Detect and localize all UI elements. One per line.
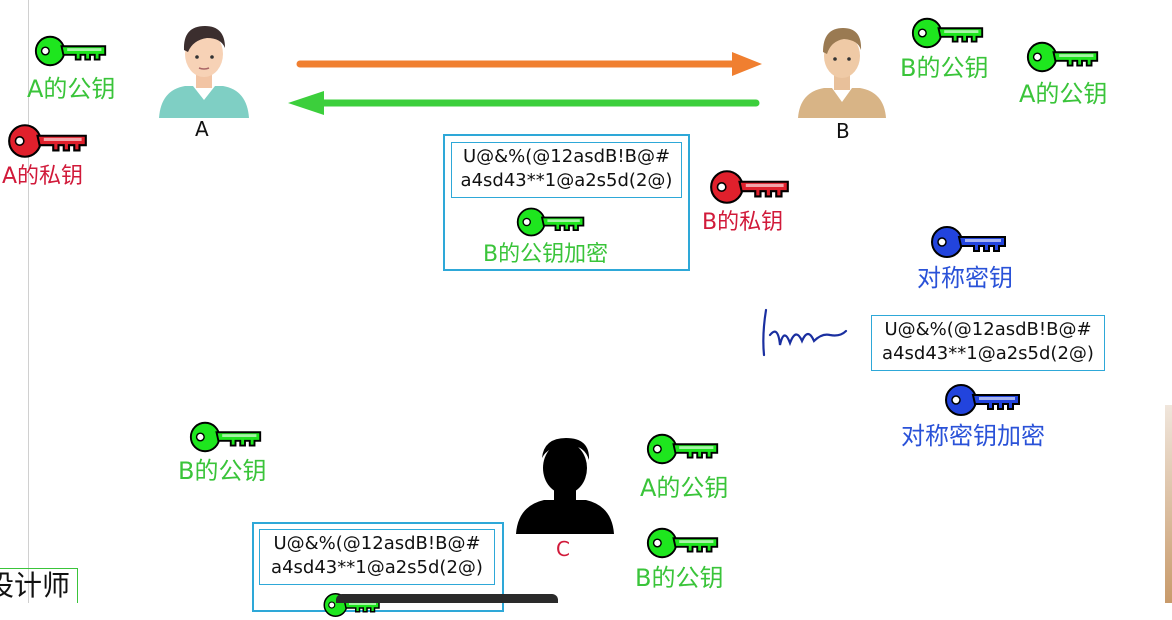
ciphertext-line-2: a4sd43**1@a2s5d(2@): [882, 343, 1094, 364]
symmetric-encrypt-label: 对称密钥加密: [901, 422, 1045, 450]
b-public-key-label-left: B的公钥: [178, 457, 267, 485]
person-b-avatar: [798, 28, 886, 118]
symmetric-key-label: 对称密钥: [917, 264, 1013, 292]
person-a-avatar: [159, 26, 249, 118]
ciphertext-box-intercepted: U@&%(@12asdB!B@# a4sd43**1@a2s5d(2@): [259, 529, 495, 585]
partial-caption-text: 设计师: [0, 569, 71, 602]
right-edge-photo: [1165, 405, 1172, 603]
ciphertext-box-symmetric: U@&%(@12asdB!B@# a4sd43**1@a2s5d(2@): [871, 315, 1105, 371]
intercepted-cipher-box: U@&%(@12asdB!B@# a4sd43**1@a2s5d(2@): [252, 522, 504, 612]
ciphertext-box-public: U@&%(@12asdB!B@# a4sd43**1@a2s5d(2@): [451, 142, 682, 198]
person-c-label: C: [556, 537, 570, 561]
a-public-key-icon: [33, 32, 109, 70]
video-control-bar: [336, 594, 558, 603]
a-public-key-label-c: A的公钥: [640, 474, 729, 502]
ciphertext-line-2: a4sd43**1@a2s5d(2@): [460, 170, 673, 191]
b-public-encrypt-label: B的公钥加密: [483, 242, 609, 267]
b-public-key-icon-b: [910, 14, 986, 52]
person-a-label: A: [195, 117, 209, 141]
b-private-key-label: B的私钥: [702, 210, 784, 235]
handwritten-scribble: [762, 308, 848, 357]
symmetric-key-icon: [928, 222, 1010, 262]
a-public-key-icon-c: [645, 430, 721, 468]
ciphertext-line-2: a4sd43**1@a2s5d(2@): [271, 557, 483, 578]
b-public-key-label-c: B的公钥: [635, 564, 724, 592]
b-private-key-icon: [707, 166, 793, 208]
b-public-encrypt-box: U@&%(@12asdB!B@# a4sd43**1@a2s5d(2@) B的公…: [443, 134, 690, 271]
a-public-key-label-left: A的公钥: [27, 75, 116, 103]
person-c-avatar: [516, 438, 614, 534]
b-public-key-label-b: B的公钥: [900, 54, 989, 82]
a-private-key-label: A的私钥: [2, 164, 84, 189]
arrow-a-to-b: [296, 52, 762, 76]
person-b-label: B: [836, 119, 850, 143]
b-public-key-icon-c: [645, 524, 721, 562]
arrow-b-to-a: [288, 91, 760, 115]
b-public-encrypt-key-icon: [513, 204, 589, 240]
a-public-key-icon-b: [1025, 38, 1101, 76]
ciphertext-line-1: U@&%(@12asdB!B@#: [462, 146, 671, 167]
ciphertext-line-1: U@&%(@12asdB!B@#: [884, 319, 1092, 340]
symmetric-encrypt-key-icon: [942, 380, 1024, 420]
b-public-key-icon-left: [188, 418, 264, 456]
left-guide-line: [28, 0, 29, 603]
a-public-key-label-b: A的公钥: [1019, 80, 1108, 108]
a-private-key-icon: [2, 120, 94, 162]
partial-caption-box: [0, 568, 78, 603]
ciphertext-line-1: U@&%(@12asdB!B@#: [273, 533, 481, 554]
